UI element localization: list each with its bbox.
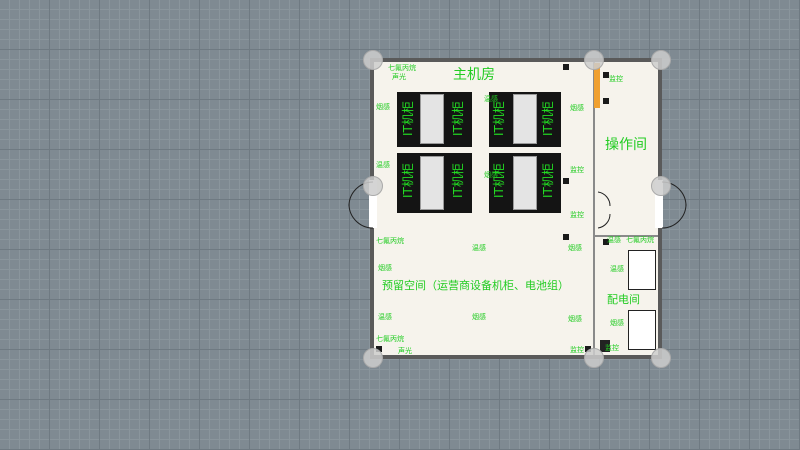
label-monitor: 监控 [570, 346, 584, 354]
power-cabinet [628, 250, 656, 290]
label-alarm: 声光 [398, 347, 412, 355]
label-smoke: 烟感 [378, 264, 392, 272]
label-temp: 温感 [484, 95, 498, 103]
label-smoke: 烟感 [376, 103, 390, 111]
corner-node[interactable] [363, 348, 383, 368]
rack-cells-a1[interactable] [420, 94, 444, 144]
power-cabinet [628, 310, 656, 350]
label-smoke: 烟感 [610, 319, 624, 327]
sensor-square [603, 98, 609, 104]
label-temp: 温感 [472, 244, 486, 252]
label-aircon: 七氟丙烷 [388, 64, 416, 72]
wall-partition-horizontal [595, 235, 658, 237]
label-smoke: 烟感 [568, 244, 582, 252]
wall-partition-vertical [593, 62, 595, 355]
room-title-distribution: 配电间 [607, 293, 640, 306]
rack-label: IT机柜 [541, 101, 555, 136]
label-monitor: 监控 [605, 344, 619, 352]
door-left[interactable] [369, 180, 377, 228]
label-smoke: 烟感 [472, 313, 486, 321]
label-smoke: 烟感 [570, 104, 584, 112]
sensor-square [563, 178, 569, 184]
room-title-main: 主机房 [453, 67, 495, 83]
label-aircon: 七氟丙烷 [626, 236, 654, 244]
room-title-operation: 操作间 [605, 137, 647, 153]
wall-top [370, 58, 662, 62]
rack-label: IT机柜 [451, 163, 465, 198]
rack-label: IT机柜 [401, 163, 415, 198]
label-monitor: 监控 [570, 211, 584, 219]
rack-cells-a2[interactable] [420, 156, 444, 210]
rack-label: IT机柜 [451, 101, 465, 136]
label-monitor: 监控 [609, 75, 623, 83]
label-alarm: 声光 [392, 73, 406, 81]
label-temp: 温感 [610, 265, 624, 273]
power-cabinet [600, 340, 610, 352]
door-right[interactable] [655, 180, 663, 228]
label-smoke: 烟感 [484, 171, 498, 179]
sensor-square [563, 234, 569, 240]
corner-node[interactable] [363, 176, 383, 196]
sensor-square [603, 72, 609, 78]
corner-node[interactable] [651, 348, 671, 368]
rack-label: IT机柜 [401, 101, 415, 136]
label-monitor: 监控 [570, 166, 584, 174]
operation-desk [594, 63, 600, 108]
corner-node[interactable] [363, 50, 383, 70]
rack-cells-b2[interactable] [513, 156, 537, 210]
rack-cells-b1[interactable] [513, 94, 537, 144]
corner-node[interactable] [651, 50, 671, 70]
label-temp: 温感 [378, 313, 392, 321]
label-aircon: 七氟丙烷 [376, 237, 404, 245]
label-temp: 温感 [376, 161, 390, 169]
label-temp: 温感 [607, 236, 621, 244]
corner-node[interactable] [584, 50, 604, 70]
sensor-square [603, 239, 609, 245]
label-smoke: 烟感 [568, 315, 582, 323]
rack-label: IT机柜 [541, 163, 555, 198]
corner-node[interactable] [584, 348, 604, 368]
door-swing-inner [597, 191, 611, 229]
wall-bottom [370, 355, 662, 359]
sensor-square [563, 64, 569, 70]
room-title-reserved: 预留空间（运营商设备机柜、电池组） [382, 279, 569, 292]
label-aircon: 七氟丙烷 [376, 335, 404, 343]
corner-node[interactable] [651, 176, 671, 196]
